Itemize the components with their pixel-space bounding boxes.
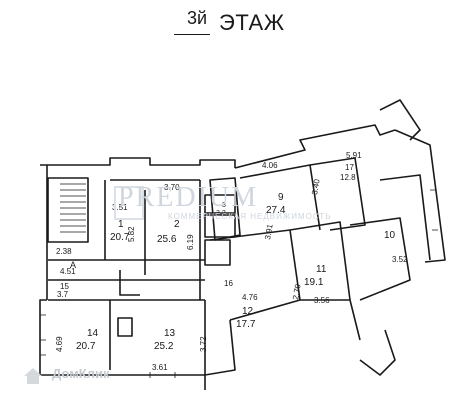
dimension-label: 3.61 <box>152 363 168 372</box>
wall <box>209 229 301 321</box>
dimension-label: 4.51 <box>60 267 76 276</box>
room-13-area: 25.2 <box>154 341 174 352</box>
small-room <box>204 214 236 238</box>
room-13-number: 13 <box>164 328 176 339</box>
floor-number: 3й <box>187 8 208 28</box>
wall <box>289 221 351 301</box>
outer-wall <box>40 157 236 168</box>
room-14-number: 14 <box>87 328 99 339</box>
outer-wall <box>234 124 396 169</box>
dimension-label: 4.69 <box>55 336 64 352</box>
room-16-number: 16 <box>224 279 233 288</box>
wall <box>379 174 431 261</box>
dimension-label: 4.76 <box>242 293 258 302</box>
room-17-area: 12.8 <box>340 173 356 182</box>
dimension-label: 3.72 <box>199 336 208 352</box>
room-11-number: 11 <box>316 264 327 275</box>
wall <box>104 180 201 300</box>
room-9-number: 9 <box>278 192 284 203</box>
watermark-brand: PREDIUM <box>118 182 259 213</box>
outer-wall <box>379 99 421 141</box>
wall <box>204 319 236 376</box>
column <box>117 317 133 337</box>
dimension-label: 3.40 <box>310 178 322 195</box>
room-12-area: 17.7 <box>236 319 256 330</box>
outer-wall <box>359 329 396 376</box>
dimension-label: 6.19 <box>186 234 195 250</box>
watermark-subtitle: КОММЕРЧЕСКАЯ НЕДВИЖИМОСТЬ <box>168 212 332 221</box>
room-2-area: 25.6 <box>157 234 177 245</box>
dimension-label: 5.91 <box>346 151 362 160</box>
small-room <box>204 239 231 266</box>
outer-wall <box>394 129 446 263</box>
room-3-area: 3.2 <box>216 210 226 217</box>
wall <box>209 177 241 241</box>
plan-header: 3й ЭТАЖ <box>0 0 465 48</box>
floor-number-underline <box>174 12 210 35</box>
wall <box>349 217 411 301</box>
wall <box>109 300 206 375</box>
room-1-area: 20.7 <box>110 232 130 243</box>
stair-steps <box>60 183 86 233</box>
room-9-area: 27.4 <box>266 205 286 216</box>
room-3-number: 3 <box>222 202 226 209</box>
house-logo-icon <box>24 368 42 384</box>
wall <box>48 259 205 301</box>
room-10-number: 10 <box>384 230 396 241</box>
room-15-number: 15 <box>60 282 69 291</box>
dimension-label: 3.52 <box>392 255 408 264</box>
floor-title: ЭТАЖ <box>219 10 285 35</box>
dimension-label: 5.82 <box>127 226 136 242</box>
watermark-logo-icon <box>114 186 144 220</box>
dimension-label: 4.06 <box>262 161 278 170</box>
corner-logo: ДомКлик <box>52 366 110 381</box>
room-17-number: 17 <box>345 163 354 172</box>
wall <box>309 157 366 231</box>
dimension-label: 3.56 <box>314 296 330 305</box>
window <box>40 189 438 378</box>
room-11-area: 19.1 <box>304 277 324 288</box>
dimension-label: 3.70 <box>164 183 180 192</box>
stairwell <box>47 177 89 243</box>
room-2-number: 2 <box>174 219 180 230</box>
dimension-label: 2.38 <box>56 247 72 256</box>
wall <box>300 299 361 341</box>
room-15-area: 3.7 <box>57 290 69 299</box>
small-room <box>204 194 236 214</box>
dimension-label: 3.91 <box>263 223 275 240</box>
room-A-label: А <box>70 260 76 270</box>
dimension-label: 3.51 <box>112 203 128 212</box>
wall <box>119 270 140 296</box>
room-14-area: 20.7 <box>76 341 96 352</box>
dimension-label: 2.70 <box>291 283 303 300</box>
room-12-number: 12 <box>242 306 254 317</box>
room-1-number: 1 <box>118 219 124 230</box>
